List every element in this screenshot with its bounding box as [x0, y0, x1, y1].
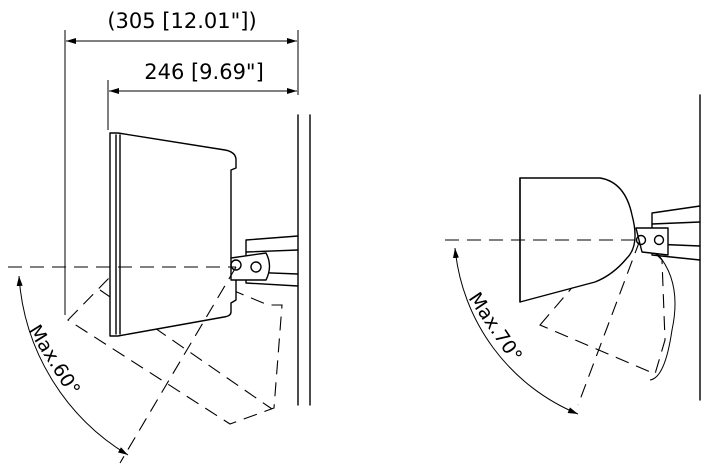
angle-label-right: Max.70°	[464, 288, 526, 366]
depth-dimension: 246 [9.69"]	[107, 60, 297, 130]
overall-dimension: (305 [12.01"])	[64, 9, 299, 315]
right-view: Max.70°	[445, 94, 701, 415]
left-view: (305 [12.01"]) 246 [9.69"]	[8, 9, 311, 464]
depth-dimension-label: 246 [9.69"]	[144, 60, 264, 84]
overall-dimension-label: (305 [12.01"])	[107, 9, 256, 33]
pivot-joint-right	[635, 227, 669, 256]
speaker-body-left	[109, 132, 237, 337]
angle-label-left: Max.60°	[24, 321, 85, 400]
pivot-joint-left	[230, 252, 271, 281]
wall-left	[297, 114, 311, 406]
